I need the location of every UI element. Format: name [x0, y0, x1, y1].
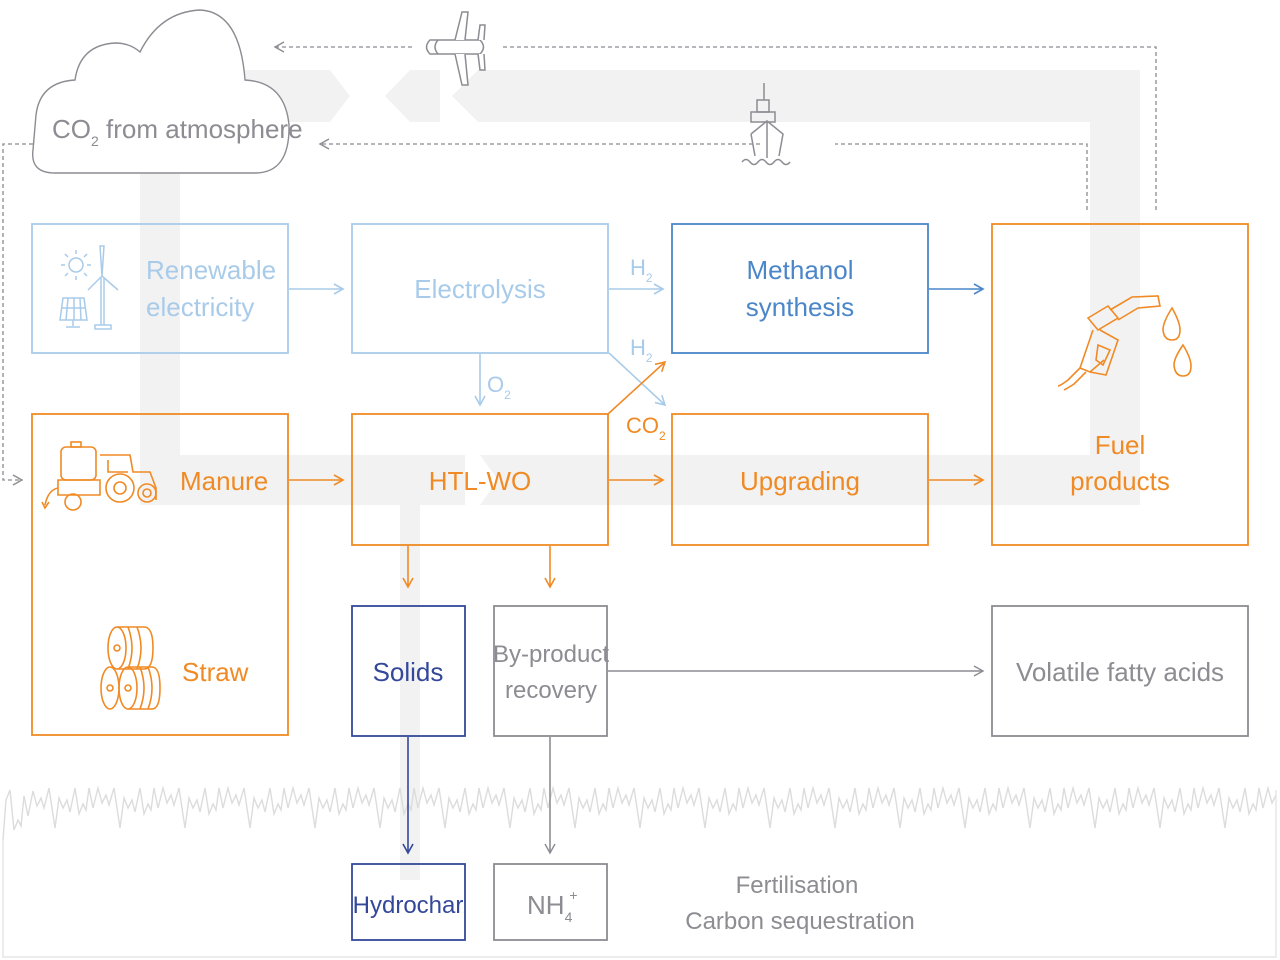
methanol-label-line2: synthesis	[746, 292, 854, 322]
manure-label: Manure	[180, 466, 268, 496]
arrow-h2-to-upgrading	[608, 352, 667, 407]
co2-atmosphere-cloud: CO2 from atmosphere	[31, 9, 303, 174]
sun-wind-solar-icon	[59, 245, 119, 330]
node-htl-wo: HTL-WO	[351, 413, 609, 546]
tractor-tanker-icon	[41, 441, 157, 511]
cloud-label-suffix: from atmosphere	[99, 114, 303, 144]
svg-text:CO2 from atmosphere: CO2 from atmosphere	[52, 114, 303, 149]
upgrading-label: Upgrading	[740, 466, 860, 496]
methanol-label-line1: Methanol	[747, 255, 854, 285]
htlwo-label: HTL-WO	[429, 466, 532, 496]
node-hydrochar: Hydrochar	[351, 863, 466, 941]
node-electrolysis: Electrolysis	[351, 223, 609, 354]
solids-label: Solids	[373, 657, 444, 687]
vfa-label: Volatile fatty acids	[1016, 657, 1224, 687]
node-feedstock: Manure Straw	[31, 413, 289, 736]
carbon-cycle-band	[140, 70, 1140, 880]
hydrochar-label: Hydrochar	[353, 892, 464, 919]
byproduct-label-line1: By-product	[493, 641, 609, 668]
electrolysis-label: Electrolysis	[414, 274, 545, 304]
ship-icon	[741, 83, 791, 166]
flow-label-co2: CO2	[626, 413, 666, 443]
node-volatile-fatty-acids: Volatile fatty acids	[991, 605, 1249, 737]
node-methanol-synthesis: Methanol synthesis	[671, 223, 929, 354]
svg-text:NH4+: NH4 +	[527, 887, 578, 925]
straw-label: Straw	[182, 657, 249, 687]
arrow-co2-to-methanol	[607, 360, 667, 415]
soil-text-line2: Carbon sequestration	[685, 908, 914, 935]
nh4-sub: 4	[565, 909, 573, 925]
straw-bales-icon	[100, 626, 161, 710]
airplane-icon	[425, 11, 486, 86]
cloud-label: CO	[52, 114, 91, 144]
cloud-label-sub: 2	[91, 133, 99, 149]
dashed-return-lines	[2, 41, 1157, 486]
renewable-label-line2: electricity	[146, 292, 254, 322]
renewable-label-line1: Renewable	[146, 255, 276, 285]
byproduct-label-line2: recovery	[505, 677, 597, 704]
node-byproduct-recovery: By-product recovery	[493, 605, 609, 737]
band-chevrons	[330, 70, 500, 505]
node-fuel-products: Fuel products	[991, 223, 1249, 546]
fuel-label-line2: products	[1070, 466, 1170, 496]
flow-label-o2: O2	[487, 372, 511, 402]
flow-label-h2-top: H2	[630, 255, 653, 285]
flow-label-h2-diag: H2	[630, 335, 653, 365]
node-renewable-electricity: Renewable electricity	[31, 223, 289, 354]
nh4-sup: +	[569, 887, 577, 903]
nh4-base: NH	[527, 890, 565, 920]
node-upgrading: Upgrading	[671, 413, 929, 546]
grass-line	[2, 785, 1277, 841]
soil-text-line1: Fertilisation	[736, 872, 859, 899]
flow-arrows	[289, 283, 985, 855]
fuel-nozzle-icon	[1057, 295, 1192, 391]
node-ammonium: NH4 +	[493, 863, 608, 941]
soil-border	[2, 790, 1277, 958]
fuel-label-line1: Fuel	[1095, 430, 1146, 460]
node-solids: Solids	[351, 605, 466, 737]
